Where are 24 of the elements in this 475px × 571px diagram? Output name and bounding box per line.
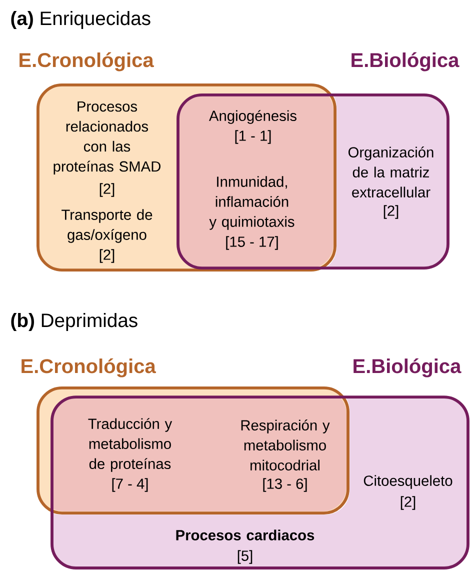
count-label: [2] [100, 183, 114, 197]
category-label: Citoesqueleto [364, 475, 452, 489]
category-label: Respiración y metabolismo mitocodrial [241, 420, 330, 470]
category-label: Procesos cardiacos [176, 530, 314, 540]
node-label: E.Cronológica [22, 358, 156, 378]
count-label: [13 - 6] [263, 478, 307, 492]
panel-heading: (b) Deprimidas [11, 313, 138, 332]
category-label: Traducción y metabolismo de proteínas [88, 418, 172, 472]
node-label: E.Cronológica [20, 52, 154, 72]
node-label: E.Biológica [352, 52, 460, 72]
node-label: E.Biológica [354, 358, 462, 378]
category-label: Angiogénesis [209, 110, 296, 124]
panel-heading: (a) Enriquecidas [11, 11, 150, 30]
count-label: [2] [100, 249, 114, 263]
category-label: Inmunidad, inflamación y quimiotaxis [209, 176, 294, 230]
category-label: Procesos relacionados con las proteínas SMAD [54, 101, 160, 175]
count-label: [7 - 4] [112, 478, 148, 492]
count-label: [1 - 1] [235, 130, 271, 144]
count-label: [5] [238, 550, 252, 564]
category-label: Organización de la matriz extracellular [348, 146, 434, 198]
category-label: Transporte de gas/oxígeno [62, 209, 152, 243]
count-label: [15 - 17] [226, 236, 278, 250]
count-label: [2] [400, 496, 416, 510]
count-label: [2] [384, 205, 398, 219]
